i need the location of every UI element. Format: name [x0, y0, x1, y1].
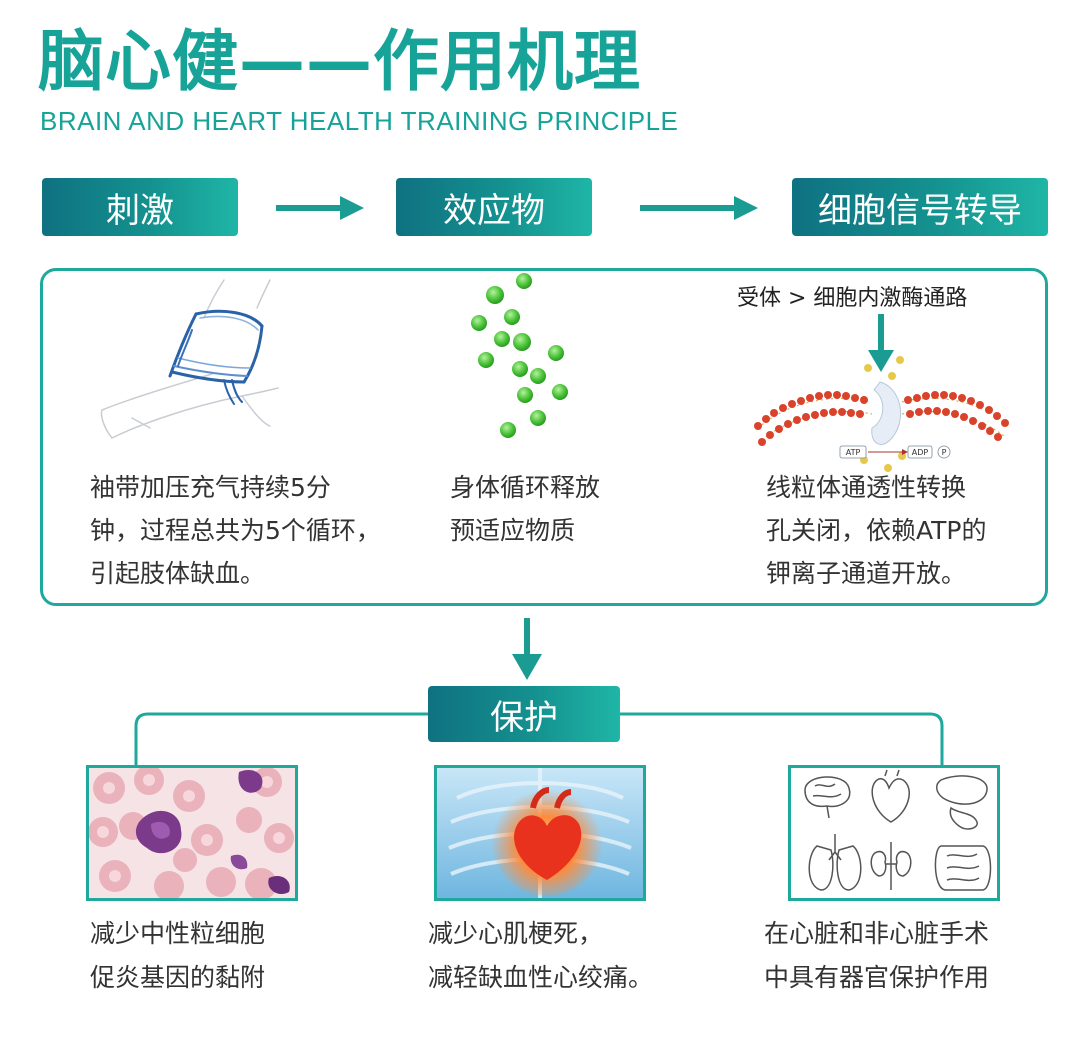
membrane-channel-illustration: ATP ADP P	[754, 314, 1009, 472]
protection-item-1: 减少中性粒细胞 促炎基因的黏附	[90, 912, 265, 1000]
protection-item-1-line-1: 减少中性粒细胞	[90, 919, 266, 948]
organs-image	[788, 765, 1000, 901]
step-signal-transduction: 细胞信号转导	[792, 178, 1048, 236]
protection-item-2: 减少心肌梗死， 减轻缺血性心绞痛。	[428, 912, 653, 1000]
stimulus-line-1: 袖带加压充气持续5分	[90, 473, 331, 502]
adp-label: ADP	[912, 448, 929, 457]
heart-image	[434, 765, 646, 901]
blood-cells-image	[86, 765, 298, 901]
atp-label: ATP	[846, 448, 861, 457]
effector-line-2: 预适应物质	[450, 516, 576, 545]
signal-description: 线粒体通透性转换 孔关闭，依赖ATP的 钾离子通道开放。	[766, 466, 987, 595]
page-subtitle: BRAIN AND HEART HEALTH TRAINING PRINCIPL…	[40, 106, 679, 136]
protection-box: 保护	[428, 686, 620, 742]
arm-cuff-illustration	[100, 279, 279, 439]
protection-item-2-line-2: 减轻缺血性心绞痛。	[428, 963, 654, 992]
signal-line-3: 钾离子通道开放。	[766, 559, 967, 588]
receptor-kinase-label: 受体 > 细胞内激酶通路	[737, 286, 968, 311]
effector-description: 身体循环释放 预适应物质	[450, 466, 600, 552]
arrow-right-icon	[640, 196, 758, 220]
mechanism-frame	[40, 268, 1048, 606]
protection-item-3-line-1: 在心脏和非心脏手术	[764, 919, 990, 948]
arrow-right-icon	[276, 196, 364, 220]
stimulus-description: 袖带加压充气持续5分 钟，过程总共为5个循环， 引起肢体缺血。	[90, 466, 381, 595]
protection-item-3-line-2: 中具有器官保护作用	[764, 963, 990, 992]
protection-item-1-line-2: 促炎基因的黏附	[90, 963, 266, 992]
protection-item-3: 在心脏和非心脏手术 中具有器官保护作用	[764, 912, 989, 1000]
protection-item-2-line-1: 减少心肌梗死，	[428, 919, 604, 948]
particles-illustration	[471, 273, 568, 438]
step-stimulus: 刺激	[42, 178, 238, 236]
phosphate-label: P	[942, 448, 947, 457]
effector-line-1: 身体循环释放	[450, 473, 601, 502]
step-effector: 效应物	[396, 178, 592, 236]
stimulus-line-2: 钟，过程总共为5个循环，	[90, 516, 381, 545]
page-title: 脑心健——作用机理	[38, 23, 641, 100]
signal-line-1: 线粒体通透性转换	[766, 473, 967, 502]
arrow-down-icon	[512, 618, 542, 680]
signal-line-2: 孔关闭，依赖ATP的	[766, 516, 987, 545]
stimulus-line-3: 引起肢体缺血。	[90, 559, 266, 588]
